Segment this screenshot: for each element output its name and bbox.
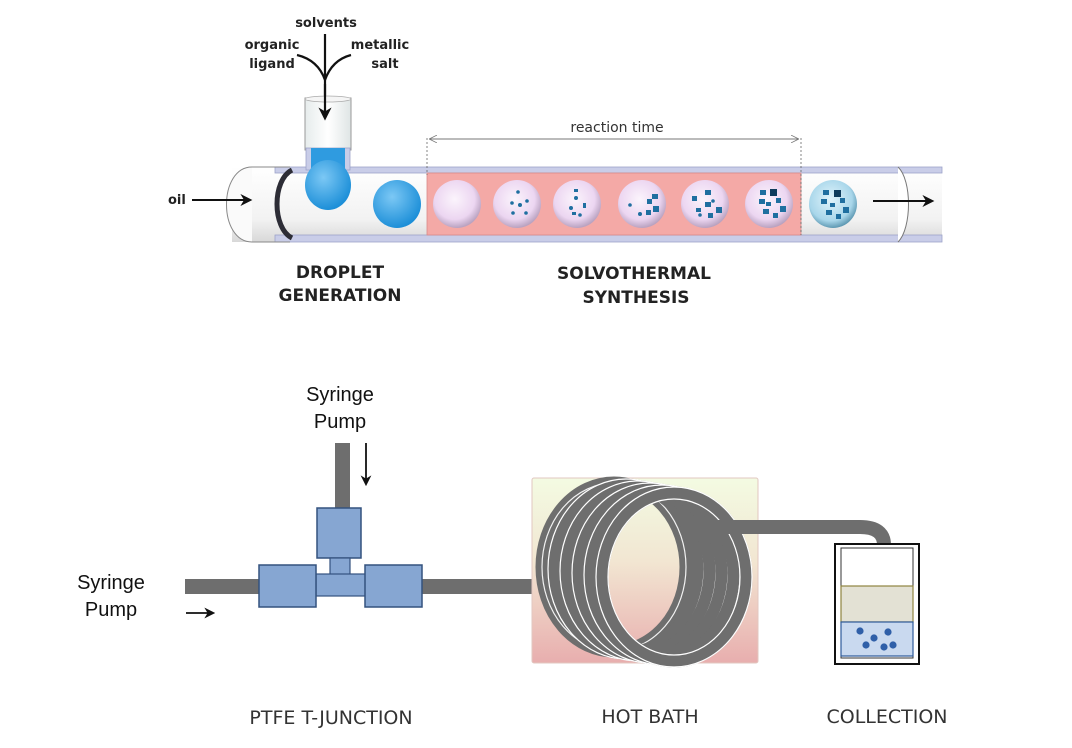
droplet-stage-4 [618, 180, 666, 228]
metallic-label: metallic [351, 38, 409, 53]
left-inlet-tubing [185, 579, 260, 594]
salt-label: salt [371, 57, 398, 72]
collected-particles [856, 627, 897, 651]
oil-label: oil [168, 193, 186, 208]
junction-to-bath-tubing [420, 579, 535, 594]
t-junction-label: PTFE T-JUNCTION [249, 707, 412, 729]
droplet-stage-6 [745, 180, 793, 228]
reaction-droplets [433, 180, 793, 228]
droplet-label-line2: GENERATION [279, 286, 402, 306]
droplet-stage-5 [681, 180, 729, 228]
ligand-label: ligand [249, 57, 295, 72]
solvents-label: solvents [295, 16, 357, 31]
solvothermal-label-line2: SYNTHESIS [582, 288, 689, 308]
collection-vial [834, 543, 920, 665]
solvothermal-label-line1: SOLVOTHERMAL [557, 264, 711, 284]
tube-seal [274, 167, 294, 241]
droplet-stage-2 [493, 180, 541, 228]
ptfe-t-junction [258, 507, 423, 608]
droplet-label-line1: DROPLET [296, 263, 385, 283]
collection-label: COLLECTION [826, 706, 947, 728]
tube-inlet-end [226, 166, 253, 243]
top-inlet-tubing [335, 443, 350, 511]
reaction-zone [426, 172, 802, 236]
injector-cap [304, 97, 352, 151]
tube-outlet-end [897, 166, 909, 243]
left-syringe-pump-line2: Pump [85, 599, 137, 621]
organic-label: organic [245, 38, 300, 53]
hot-bath-label: HOT BATH [601, 706, 698, 728]
droplet-stage-3 [553, 180, 601, 228]
product-droplet [809, 180, 857, 228]
organic-layer [840, 585, 914, 623]
aqueous-layer [840, 621, 914, 657]
salt-flow-curve [323, 53, 352, 81]
top-diagram: solvents organic ligand metallic salt oi… [168, 16, 943, 308]
left-syringe-pump-line1: Syringe [77, 572, 145, 594]
droplet-stage-1 [433, 180, 481, 228]
tube-top-wall [274, 166, 943, 174]
forming-droplet [305, 160, 351, 210]
top-syringe-pump-line2: Pump [314, 411, 366, 433]
ligand-flow-curve [296, 53, 327, 81]
reaction-time-label: reaction time [570, 120, 663, 136]
bottom-diagram: Syringe Pump Syringe Pump [77, 384, 947, 729]
tube-bottom-wall [274, 234, 943, 243]
tubing-coil [535, 476, 753, 668]
blue-droplet [373, 180, 421, 228]
top-syringe-pump-line1: Syringe [306, 384, 374, 406]
